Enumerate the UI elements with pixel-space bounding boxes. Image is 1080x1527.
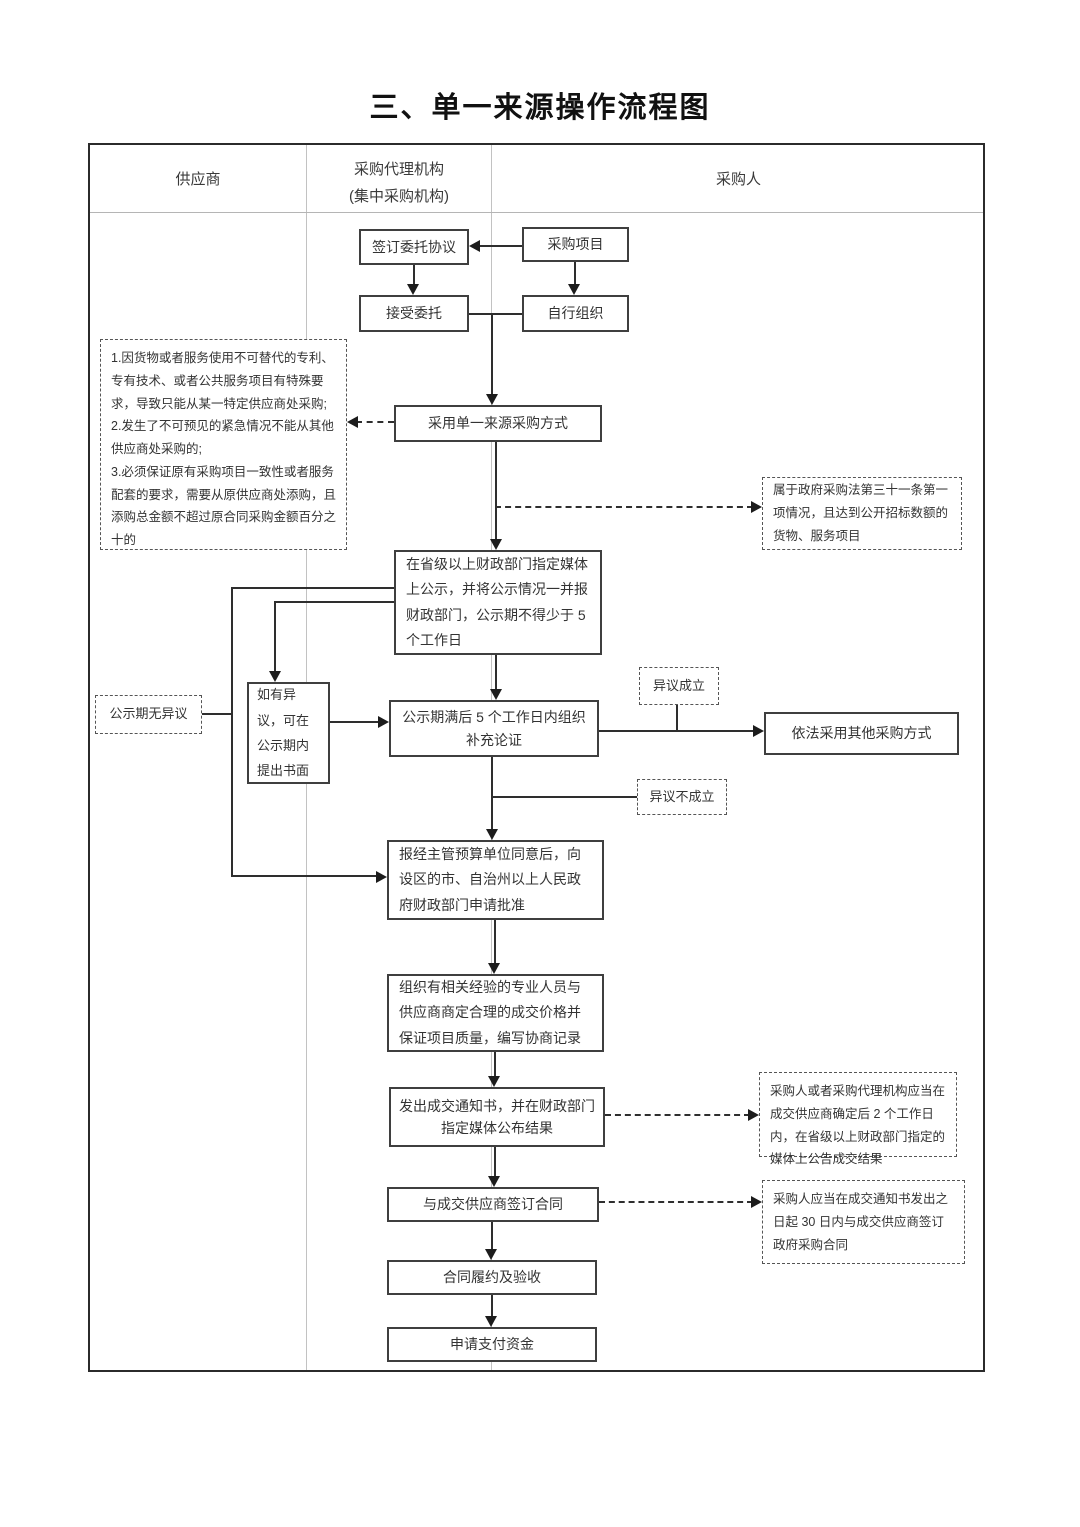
- arrowhead-into-sign-agreement: [469, 240, 480, 252]
- arrowhead-into-acceptance: [485, 1249, 497, 1260]
- arrowhead-into-other-method: [753, 725, 764, 737]
- connector-objection-to-supplement: [330, 721, 380, 723]
- note-law-article31: 属于政府采购法第三十一条第一项情况，且达到公开招标数额的货物、服务项目: [762, 477, 962, 550]
- arrowhead-into-payment: [485, 1316, 497, 1327]
- connector-project-down: [574, 262, 576, 286]
- dashed-adopt-to-conditions: [356, 421, 394, 423]
- arrowhead-into-law-article31: [751, 501, 762, 513]
- header-separator: [90, 212, 983, 213]
- arrowhead-into-notice: [488, 1076, 500, 1087]
- connector-to-adopt: [491, 313, 493, 396]
- arrowhead-into-publicity: [490, 539, 502, 550]
- box-negotiate-price: 组织有相关经验的专业人员与供应商商定合理的成交价格并保证项目质量，编写协商记录: [387, 974, 604, 1052]
- note-objection-valid: 异议成立: [639, 667, 719, 705]
- lane-header-agency-line2: (集中采购机构): [349, 188, 449, 205]
- connector-project-to-agreement: [479, 245, 522, 247]
- arrowhead-into-approval-left: [376, 871, 387, 883]
- arrowhead-into-approval: [486, 829, 498, 840]
- connector-agreement-down: [413, 265, 415, 286]
- arrowhead-into-announce: [748, 1109, 759, 1121]
- box-objection-written: 如有异议，可在公示期内提出书面: [247, 682, 330, 784]
- arrowhead-into-adopt-single: [486, 394, 498, 405]
- arrowhead-into-accept-entrust: [407, 284, 419, 295]
- box-accept-entrust: 接受委托: [359, 295, 469, 332]
- note-sign-within-30-days: 采购人应当在成交通知书发出之日起 30 日内与成交供应商签订政府采购合同: [762, 1180, 965, 1264]
- dashed-to-law-article31: [495, 506, 753, 508]
- box-procurement-project: 采购项目: [522, 227, 629, 262]
- box-self-organize: 自行组织: [522, 295, 629, 332]
- box-issue-notice: 发出成交通知书，并在财政部门指定媒体公布结果: [389, 1087, 605, 1147]
- arrowhead-into-objection-written: [269, 671, 281, 682]
- connector-supplement-to-approval: [491, 757, 493, 831]
- connector-publicity-to-supplement: [495, 655, 497, 691]
- box-publicity: 在省级以上财政部门指定媒体上公示，并将公示情况一并报财政部门，公示期不得少于 5…: [394, 550, 602, 655]
- lane-header-agency-line1: 采购代理机构: [353, 161, 444, 178]
- note-single-source-conditions: 1.因货物或者服务使用不可替代的专利、专有技术、或者公共服务项目有特殊要求，导致…: [100, 339, 347, 550]
- arrowhead-into-supplement: [490, 689, 502, 700]
- lane-header-purchaser: 采购人: [715, 171, 761, 188]
- connector-adopt-to-publicity: [495, 442, 497, 541]
- connector-publicity-left-lower: [274, 601, 394, 603]
- connector-no-objection-down: [231, 587, 233, 877]
- arrowhead-into-supplement-left: [378, 716, 389, 728]
- arrowhead-into-negotiate: [488, 963, 500, 974]
- arrowhead-into-conditions: [347, 416, 358, 428]
- connector-contract-to-acceptance: [491, 1222, 493, 1251]
- box-apply-approval: 报经主管预算单位同意后，向设区的市、自治州以上人民政府财政部门申请批准: [387, 840, 604, 920]
- lane-header-agency: 采购代理机构 (集中采购机构): [306, 156, 492, 210]
- box-apply-payment: 申请支付资金: [387, 1327, 597, 1362]
- connector-to-objection-written: [274, 601, 276, 673]
- box-sign-contract: 与成交供应商签订合同: [387, 1187, 599, 1222]
- flowchart-frame: 供应商 采购代理机构 (集中采购机构) 采购人 签订委托协议 采购项目 接受委托…: [88, 143, 985, 1372]
- box-contract-acceptance: 合同履约及验收: [387, 1260, 597, 1295]
- box-supplement-demo: 公示期满后 5 个工作日内组织补充论证: [389, 700, 599, 757]
- arrowhead-into-sign-contract: [488, 1176, 500, 1187]
- connector-publicity-left-upper: [232, 587, 394, 589]
- note-objection-invalid: 异议不成立: [637, 779, 727, 815]
- connector-no-objection-link: [202, 713, 232, 715]
- arrowhead-into-self-organize: [568, 284, 580, 295]
- connector-supplement-to-other-method: [599, 730, 755, 732]
- connector-objection-valid-down: [676, 705, 678, 731]
- connector-approval-to-negotiate: [494, 920, 496, 965]
- connector-to-approval: [231, 875, 378, 877]
- page-title: 三、单一来源操作流程图: [369, 92, 711, 124]
- box-adopt-single-source: 采用单一来源采购方式: [394, 405, 602, 442]
- note-announce-result: 采购人或者采购代理机构应当在成交供应商确定后 2 个工作日内，在省级以上财政部门…: [759, 1072, 957, 1166]
- connector-notice-to-contract: [494, 1147, 496, 1178]
- lane-header-supplier: 供应商: [175, 171, 221, 188]
- connector-acceptance-to-payment: [491, 1295, 493, 1318]
- connector-entrust-organize: [469, 313, 522, 315]
- box-other-method: 依法采用其他采购方式: [764, 712, 959, 755]
- dashed-contract-to-30days: [599, 1201, 753, 1203]
- connector-objection-invalid-link: [492, 796, 637, 798]
- note-no-objection: 公示期无异议: [95, 695, 202, 734]
- connector-negotiate-to-notice: [494, 1052, 496, 1078]
- arrowhead-into-30days: [751, 1196, 762, 1208]
- box-sign-agreement: 签订委托协议: [359, 229, 469, 265]
- dashed-notice-to-announce: [605, 1114, 750, 1116]
